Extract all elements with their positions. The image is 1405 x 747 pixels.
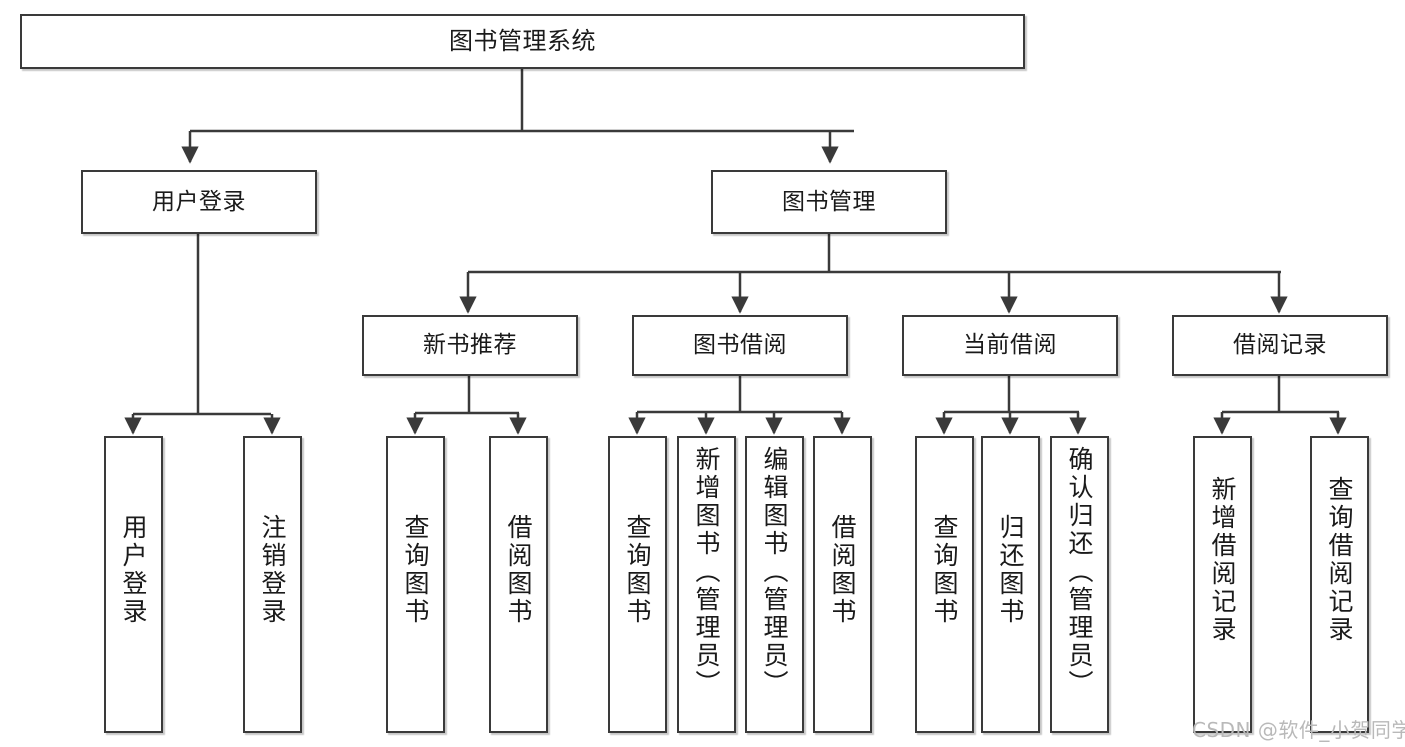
node-borrow-record[interactable]: 借阅记录	[1172, 315, 1388, 376]
node-leaf-rec-query-book-label: 查询图书	[401, 514, 430, 626]
node-leaf-bb-query-book[interactable]: 查询图书	[608, 436, 667, 733]
node-leaf-bb-edit-book-label: 编辑图书（管理员）	[760, 446, 789, 698]
node-leaf-cb-query-book-label: 查询图书	[930, 514, 959, 626]
node-leaf-br-add-record[interactable]: 新增借阅记录	[1193, 436, 1252, 733]
node-leaf-user-login-label: 用户登录	[119, 514, 148, 626]
node-current-borrow-label: 当前借阅	[963, 332, 1057, 359]
node-book-borrow[interactable]: 图书借阅	[632, 315, 848, 376]
node-new-book-rec[interactable]: 新书推荐	[362, 315, 578, 376]
node-book-manage-label: 图书管理	[782, 188, 876, 215]
node-root-label: 图书管理系统	[449, 26, 596, 55]
node-leaf-rec-borrow-book[interactable]: 借阅图书	[489, 436, 548, 733]
node-leaf-br-query-record-label: 查询借阅记录	[1325, 476, 1354, 644]
node-leaf-user-logout-label: 注销登录	[258, 514, 287, 626]
node-leaf-rec-borrow-book-label: 借阅图书	[504, 514, 533, 626]
node-leaf-bb-add-book-label: 新增图书（管理员）	[692, 446, 721, 698]
node-leaf-cb-confirm-return[interactable]: 确认归还（管理员）	[1050, 436, 1109, 733]
watermark: CSDN @软件_小贺同学	[1192, 718, 1405, 742]
node-leaf-bb-borrow-book[interactable]: 借阅图书	[813, 436, 872, 733]
node-leaf-user-login[interactable]: 用户登录	[104, 436, 163, 733]
node-leaf-br-add-record-label: 新增借阅记录	[1208, 476, 1237, 644]
node-user-login-label: 用户登录	[152, 188, 246, 215]
node-leaf-cb-return-book-label: 归还图书	[996, 514, 1025, 626]
node-leaf-bb-query-book-label: 查询图书	[623, 514, 652, 626]
node-current-borrow[interactable]: 当前借阅	[902, 315, 1118, 376]
node-book-manage[interactable]: 图书管理	[711, 170, 947, 234]
node-leaf-rec-query-book[interactable]: 查询图书	[386, 436, 445, 733]
node-leaf-user-logout[interactable]: 注销登录	[243, 436, 302, 733]
node-user-login[interactable]: 用户登录	[81, 170, 317, 234]
node-new-book-rec-label: 新书推荐	[423, 332, 517, 359]
node-leaf-cb-return-book[interactable]: 归还图书	[981, 436, 1040, 733]
node-book-borrow-label: 图书借阅	[693, 332, 787, 359]
node-root[interactable]: 图书管理系统	[20, 14, 1025, 69]
node-leaf-cb-query-book[interactable]: 查询图书	[915, 436, 974, 733]
node-leaf-bb-borrow-book-label: 借阅图书	[828, 514, 857, 626]
node-leaf-bb-add-book[interactable]: 新增图书（管理员）	[677, 436, 736, 733]
node-leaf-cb-confirm-return-label: 确认归还（管理员）	[1065, 446, 1094, 698]
node-borrow-record-label: 借阅记录	[1233, 332, 1327, 359]
node-leaf-bb-edit-book[interactable]: 编辑图书（管理员）	[745, 436, 804, 733]
node-leaf-br-query-record[interactable]: 查询借阅记录	[1310, 436, 1369, 733]
